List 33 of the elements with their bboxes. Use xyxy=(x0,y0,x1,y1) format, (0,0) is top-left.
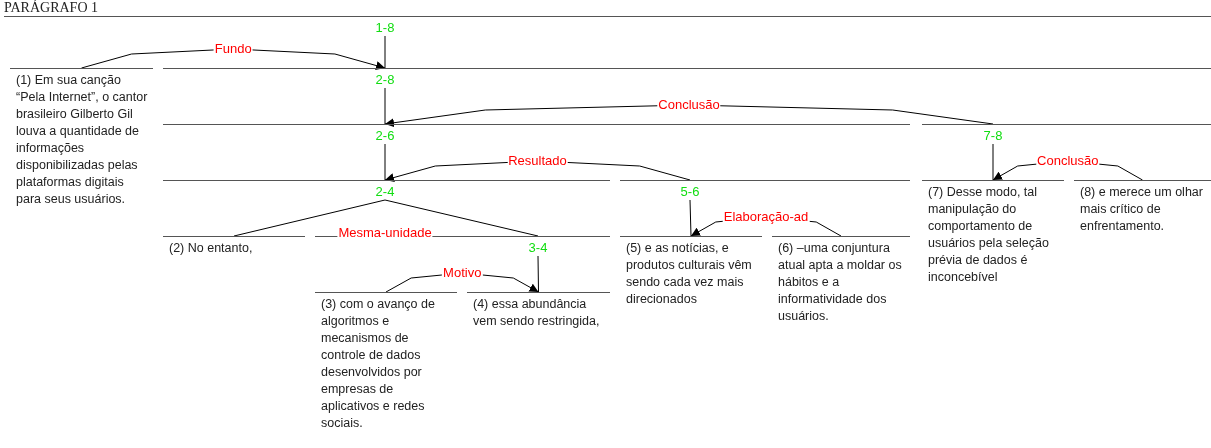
span-label: 1-8 xyxy=(365,20,405,36)
edge-label: Fundo xyxy=(213,42,253,56)
segment-bar xyxy=(163,236,305,257)
span-line xyxy=(689,199,692,237)
span-label: 2-8 xyxy=(374,72,396,88)
span-label: 3-4 xyxy=(527,240,549,256)
segment-text: (6) –uma conjuntura atual apta a moldar os hábitos e a informatividade dos usuários. xyxy=(777,240,903,325)
edge-label: Elaboração-ad xyxy=(722,210,810,224)
segment-text: (4) essa abundância vem sendo restringida, xyxy=(472,296,601,330)
span-line xyxy=(384,199,539,237)
edge-label: Conclusão xyxy=(1036,154,1100,168)
span-label: 2-6 xyxy=(374,128,396,144)
page-title: PARÁGRAFO 1 xyxy=(4,0,98,15)
span-line xyxy=(537,255,539,293)
edge-label: Resultado xyxy=(507,154,568,168)
span-line xyxy=(384,35,386,69)
span-line xyxy=(384,143,386,181)
segment-text: (3) com o avanço de algoritmos e mecanismos de controle de dados desenvolvidos por empresas de aplicativos e redes sociais. xyxy=(320,296,436,432)
span-label: 5-6 xyxy=(679,184,701,200)
segment-bar xyxy=(467,292,610,330)
segment-text: (1) Em sua canção “Pela Internet”, o cantor brasileiro Gilberto Gil louva a quantidade de informações disponibilizadas pelas plataformas digitais para seus usuários. xyxy=(15,72,149,208)
span-label: 2-4 xyxy=(374,184,396,200)
edge-label: Conclusão xyxy=(657,98,721,112)
segment-text: (7) Desse modo, tal manipulação do comportamento de usuários pela seleção prévia de dados é inconcebível xyxy=(927,184,1050,286)
segment-text: (2) No entanto, xyxy=(168,240,254,257)
relation-arrow xyxy=(384,104,994,128)
segment-text: (8) e merece um olhar mais crítico de enfrentamento. xyxy=(1079,184,1204,235)
span-label: 7-8 xyxy=(982,128,1004,144)
edge-label: Motivo xyxy=(442,266,483,280)
span-line xyxy=(992,143,994,181)
span-line xyxy=(233,199,386,237)
span-line xyxy=(384,87,386,125)
segment-text: (5) e as notícias, e produtos culturais vêm sendo cada vez mais direcionados xyxy=(625,240,753,308)
